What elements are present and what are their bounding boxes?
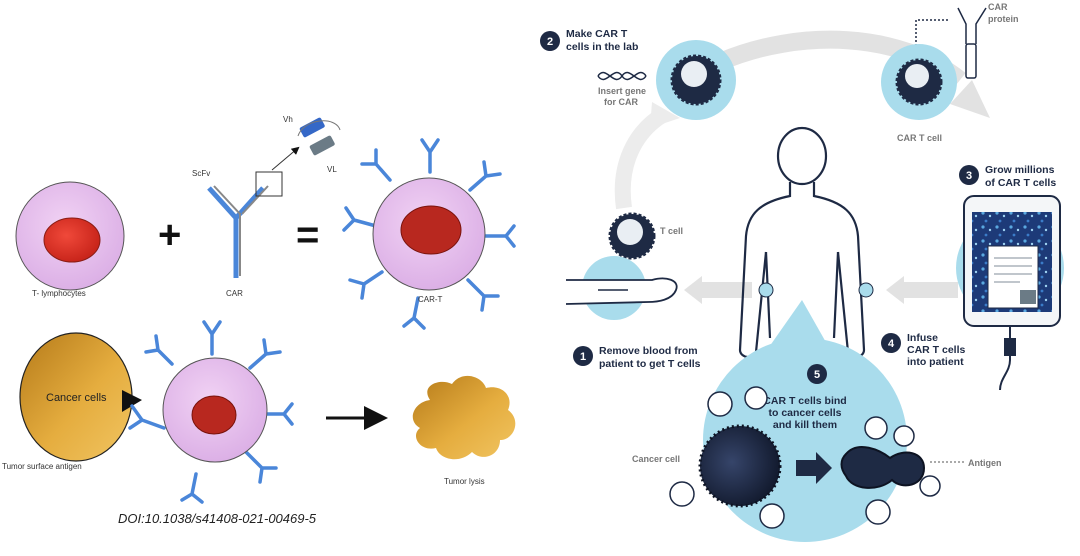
step4-line1: Infuse xyxy=(907,332,938,344)
right-panel: 2 Make CAR T cells in the lab Insert gen… xyxy=(540,2,1064,542)
car-protein-icon xyxy=(915,7,987,79)
t-lymphocyte xyxy=(15,181,125,291)
cancer-cell-dark xyxy=(698,424,782,508)
car-t-cell-attacking xyxy=(128,320,294,504)
cycle-arrowhead-top xyxy=(950,80,990,118)
vh-vl-fragment-icon xyxy=(297,117,341,156)
step1-badge: 1 xyxy=(573,346,593,366)
car-t-cell-label: CAR T cell xyxy=(897,133,942,143)
t-lymphocytes-label: T- lymphocytes xyxy=(32,289,86,298)
car-protein-line1: CAR xyxy=(988,2,1008,12)
step4-badge: 4 xyxy=(881,333,901,353)
vl-label: VL xyxy=(327,165,337,174)
doi-text: DOI:10.1038/s41408-021-00469-5 xyxy=(118,511,317,526)
car-t-cell xyxy=(342,138,516,330)
step3-line1: Grow millions xyxy=(985,164,1055,176)
vh-label: Vh xyxy=(283,115,293,124)
step5-badge: 5 xyxy=(807,364,827,384)
svg-text:3: 3 xyxy=(966,170,972,182)
cancer-cell-label: Cancer cell xyxy=(632,454,680,464)
svg-text:4: 4 xyxy=(888,338,895,350)
scfv-label: ScFv xyxy=(192,169,210,178)
car-t-label: CAR-T xyxy=(418,295,443,304)
step4-line2: CAR T cells xyxy=(907,344,966,356)
arm-blood-draw xyxy=(565,256,678,320)
svg-text:2: 2 xyxy=(547,36,553,48)
insert-gene-line2: for CAR xyxy=(604,97,638,107)
step2-line2: cells in the lab xyxy=(566,41,638,53)
arrowhead-to-patient xyxy=(886,276,904,304)
iv-bag-icon xyxy=(956,195,1064,391)
cycle-arrow-left xyxy=(614,107,669,210)
cancer-cell xyxy=(19,332,142,462)
dna-icon xyxy=(597,71,647,81)
tumor-lysis-blob xyxy=(412,375,516,460)
car-t-cell-circle xyxy=(881,44,957,120)
plus-sign: + xyxy=(158,213,181,257)
tumor-lysis-label: Tumor lysis xyxy=(444,477,485,486)
step5-line3: and kill them xyxy=(773,419,837,431)
car-protein-line2: protein xyxy=(988,14,1019,24)
arm-injection-right xyxy=(858,282,874,298)
step5-line1: CAR T cells bind xyxy=(763,395,846,407)
equals-sign: = xyxy=(296,213,319,257)
arrowhead-to-blood xyxy=(684,276,702,304)
cycle-arrowhead-left xyxy=(650,102,680,128)
t-cell-icon xyxy=(608,212,656,260)
cancer-cells-label: Cancer cells xyxy=(46,392,107,404)
left-panel: T- lymphocytes + ScFv Vh VL CAR = xyxy=(2,115,516,526)
step3-badge: 3 xyxy=(959,165,979,185)
car-receptor-icon xyxy=(207,117,341,278)
car-label: CAR xyxy=(226,289,243,298)
step1-line2: patient to get T cells xyxy=(599,358,701,370)
tumor-surface-antigen-label: Tumor surface antigen xyxy=(2,462,82,471)
insert-gene-line1: Insert gene xyxy=(598,86,646,96)
lab-cell-circle xyxy=(656,40,736,120)
antigen-label: Antigen xyxy=(968,458,1002,468)
kill-arrow-icon xyxy=(796,452,832,484)
step5-line2: to cancer cells xyxy=(769,407,842,419)
svg-text:1: 1 xyxy=(580,351,586,363)
step1-line1: Remove blood from xyxy=(599,345,698,357)
step2-badge: 2 xyxy=(540,31,560,51)
step4-line3: into patient xyxy=(907,356,964,368)
dying-cancer-cell xyxy=(840,446,926,489)
t-cell-label: T cell xyxy=(660,226,683,236)
step2-line1: Make CAR T xyxy=(566,28,628,40)
small-car-t-cells xyxy=(669,386,941,529)
arm-injection-left xyxy=(758,282,774,298)
svg-text:5: 5 xyxy=(814,369,820,381)
step3-line2: of CAR T cells xyxy=(985,177,1056,189)
